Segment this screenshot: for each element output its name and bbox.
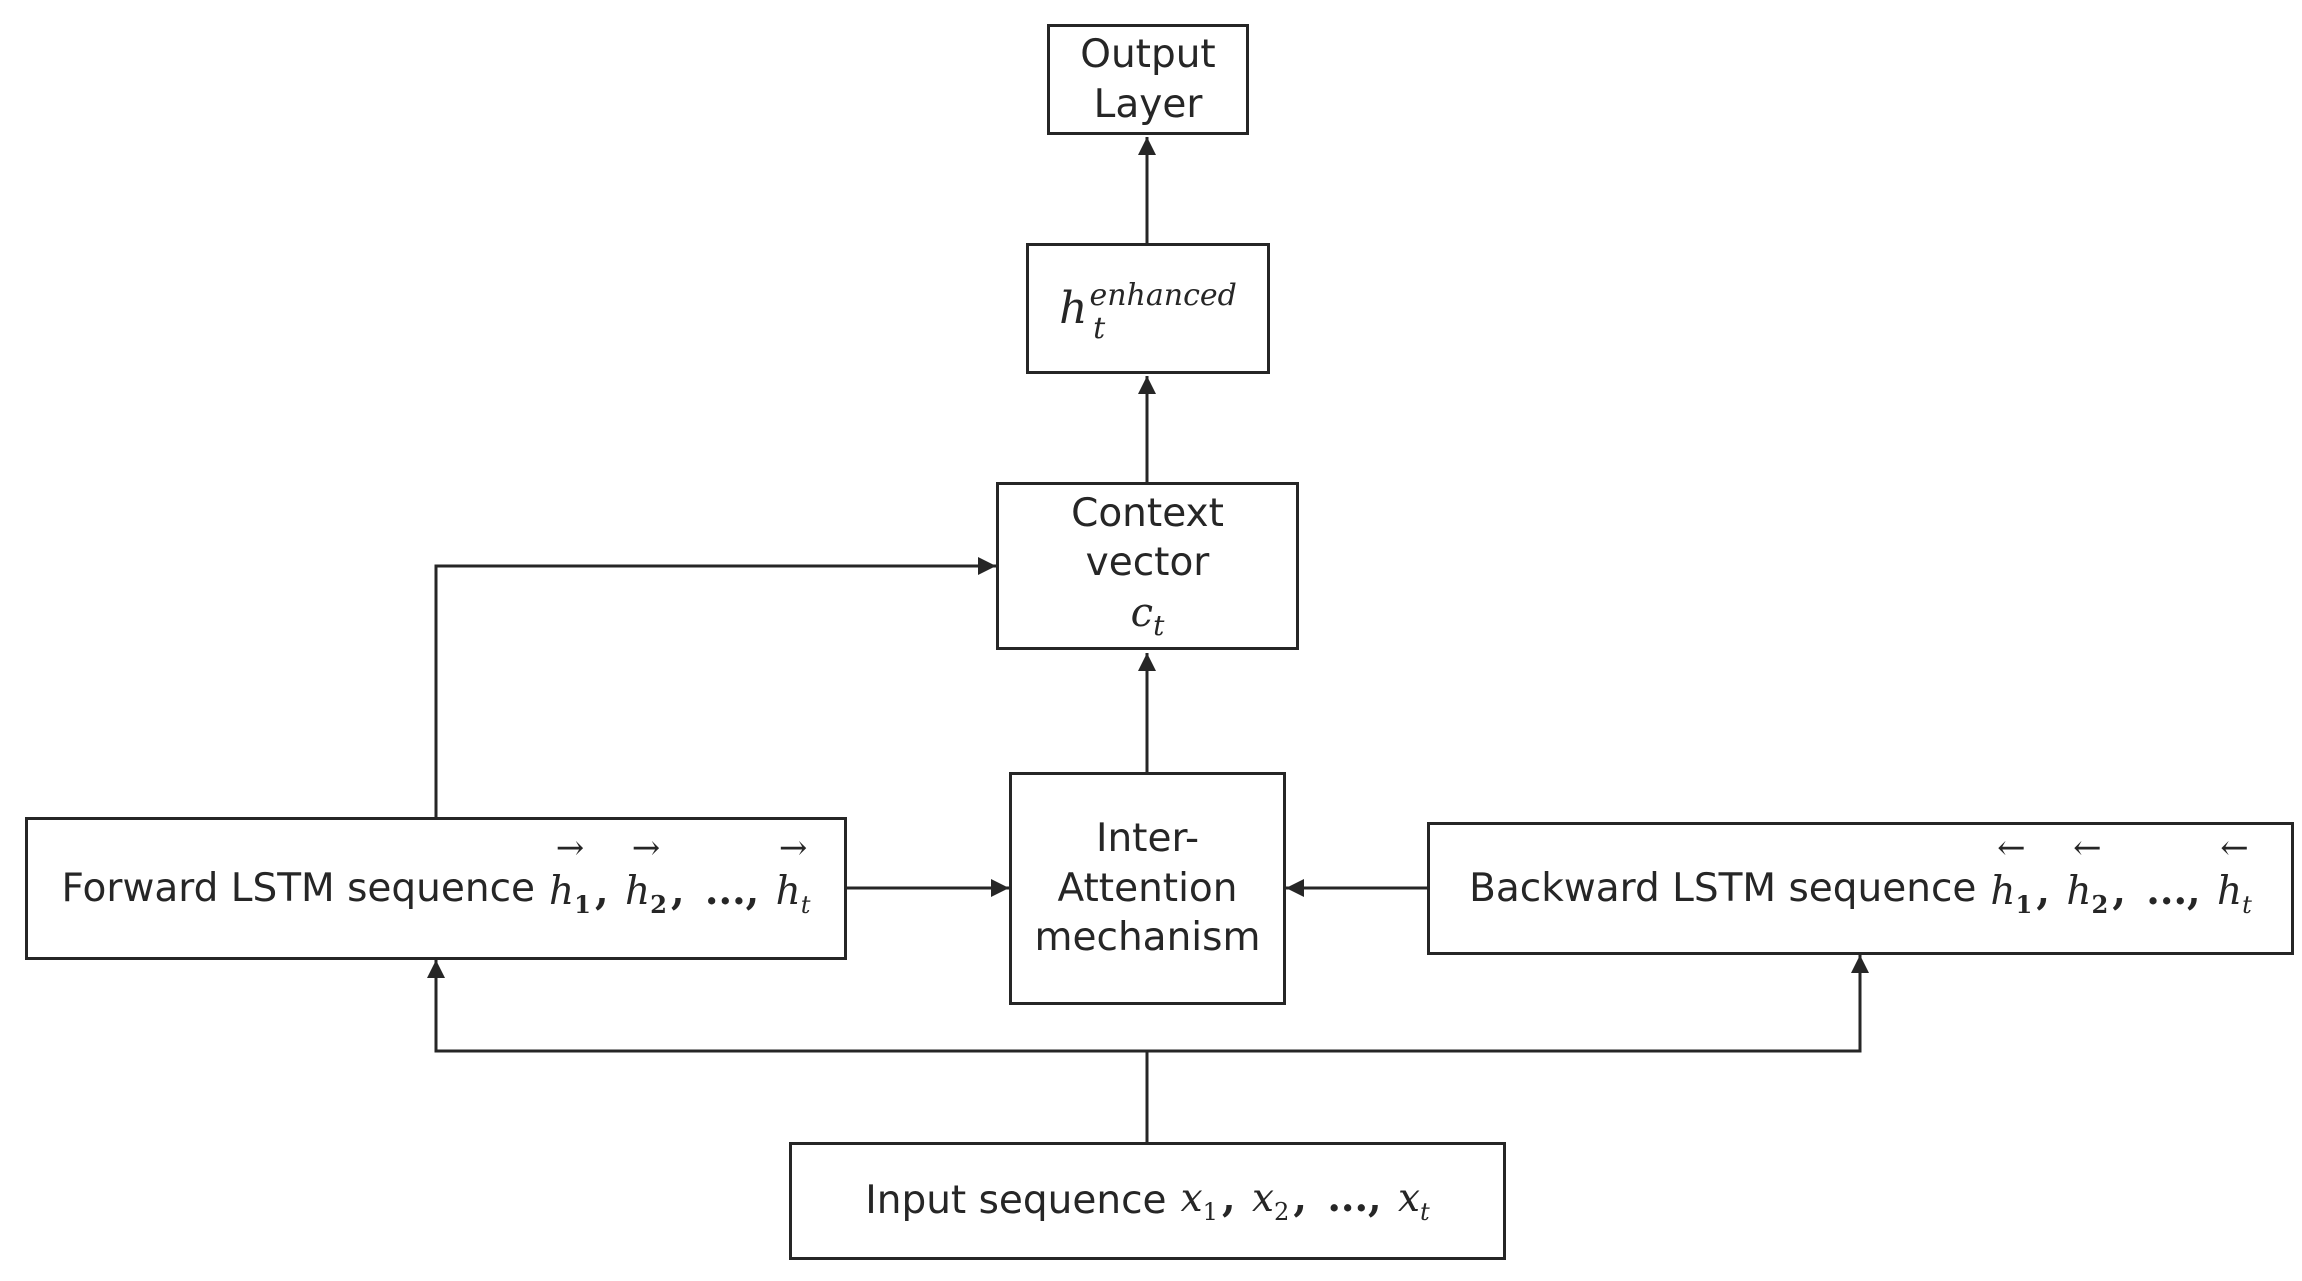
edge-input-to-backward — [1147, 955, 1869, 1053]
backward-h2: ←h2 — [2066, 831, 2109, 921]
context-symbol-base: c — [1130, 589, 1154, 636]
inter-attention-line3: mechanism — [1034, 915, 1261, 961]
forward-h2-base: h — [624, 868, 651, 914]
backward-h2-sub: 2 — [2091, 889, 2109, 919]
backward-ht: ←ht — [2217, 831, 2252, 921]
context-vector-box: Context vector ct — [996, 482, 1299, 650]
input-x2-sub: 2 — [1273, 1198, 1290, 1227]
left-arrow-accent-icon: ← — [1997, 827, 2026, 868]
edge-forward-to-context — [434, 557, 996, 817]
forward-ellipsis: ..., — [704, 867, 760, 914]
forward-h1-base: h — [549, 868, 575, 914]
forward-lstm-row: Forward LSTM sequence →h1, →h2, ..., →ht — [61, 831, 811, 921]
context-vector-line1: Context — [1071, 490, 1224, 536]
forward-ht: →ht — [775, 831, 811, 921]
right-arrow-accent-icon: → — [631, 827, 661, 868]
backward-ellipsis: ..., — [2146, 867, 2201, 914]
inter-attention-line2: Attention — [1057, 865, 1238, 911]
backward-h1-sub: 1 — [2015, 889, 2033, 919]
input-sequence-label: Input sequence — [865, 1178, 1167, 1224]
backward-ht-sub: t — [2242, 890, 2252, 919]
context-vector-line2: vector — [1085, 540, 1210, 586]
input-xt-base: x — [1398, 1176, 1421, 1222]
context-symbol-subscript: t — [1153, 608, 1165, 642]
input-ellipsis: ..., — [1327, 1175, 1382, 1222]
input-sep2: , — [1293, 1175, 1307, 1222]
input-xt-sub: t — [1420, 1198, 1430, 1227]
left-arrow-accent-icon: ← — [2073, 827, 2102, 868]
left-arrow-accent-icon: ← — [2220, 827, 2249, 868]
backward-lstm-hidden-states: ←h1, ←h2, ..., ←ht — [1990, 831, 2252, 921]
enhanced-hidden-state-symbol: henhanced t — [1059, 277, 1237, 347]
forward-lstm-label: Forward LSTM sequence — [61, 865, 536, 911]
backward-sep1: , — [2036, 867, 2050, 914]
backward-sep2: , — [2112, 867, 2126, 914]
backward-lstm-box: Backward LSTM sequence ←h1, ←h2, ..., ←h… — [1427, 822, 2294, 955]
edge-input-to-forward — [427, 960, 1149, 1142]
input-sep1: , — [1221, 1175, 1236, 1222]
context-vector-symbol: ct — [1131, 588, 1165, 644]
forward-ht-base: h — [775, 868, 801, 914]
forward-h2-sub: 2 — [650, 889, 667, 919]
right-arrow-accent-icon: → — [778, 827, 808, 868]
input-x1-base: x — [1180, 1176, 1203, 1222]
inter-attention-box: Inter- Attention mechanism — [1009, 772, 1286, 1005]
backward-h1: ←h1 — [1990, 831, 2033, 921]
backward-ht-base: h — [2217, 868, 2243, 914]
forward-sep2: , — [670, 867, 685, 914]
input-sequence-row: Input sequence x1, x2, ..., xt — [865, 1174, 1430, 1228]
enhanced-symbol-superscript: enhanced — [1089, 277, 1237, 313]
input-sequence-symbols: x1, x2, ..., xt — [1181, 1174, 1430, 1228]
forward-lstm-hidden-states: →h1, →h2, ..., →ht — [549, 831, 811, 921]
backward-lstm-row: Backward LSTM sequence ←h1, ←h2, ..., ←h… — [1469, 831, 2252, 921]
right-arrow-accent-icon: → — [555, 827, 585, 868]
output-layer-line1: Output — [1080, 31, 1216, 77]
forward-h2: →h2 — [624, 831, 667, 921]
enhanced-hidden-state-box: henhanced t — [1026, 243, 1270, 374]
enhanced-symbol-base: h — [1059, 282, 1088, 334]
forward-h1-sub: 1 — [574, 889, 591, 919]
input-x1-sub: 1 — [1202, 1198, 1218, 1227]
input-sequence-box: Input sequence x1, x2, ..., xt — [789, 1142, 1506, 1260]
input-x2-base: x — [1251, 1176, 1274, 1222]
inter-attention-line1: Inter- — [1095, 816, 1200, 862]
forward-sep1: , — [595, 867, 609, 914]
output-layer-box: Output Layer — [1047, 24, 1249, 135]
enhanced-symbol-subscript: t — [1093, 311, 1106, 347]
backward-lstm-label: Backward LSTM sequence — [1469, 865, 1977, 911]
forward-ht-sub: t — [800, 890, 811, 919]
backward-h2-base: h — [2066, 868, 2092, 914]
forward-lstm-box: Forward LSTM sequence →h1, →h2, ..., →ht — [25, 817, 847, 960]
backward-h1-base: h — [1990, 868, 2016, 914]
forward-h1: →h1 — [549, 831, 591, 921]
output-layer-line2: Layer — [1093, 81, 1203, 127]
